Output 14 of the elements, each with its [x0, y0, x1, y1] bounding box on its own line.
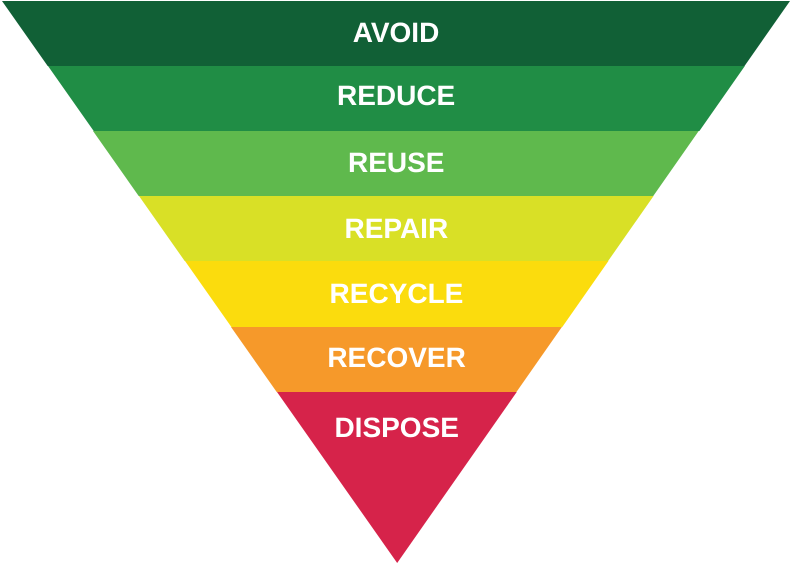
tier-label: REUSE [348, 149, 444, 177]
pyramid-tier [139, 196, 654, 261]
pyramid-tier [48, 66, 745, 131]
tier-label: AVOID [352, 19, 440, 47]
tier-label: REPAIR [344, 215, 448, 243]
pyramid-tier [93, 131, 700, 196]
tier-label: REDUCE [336, 82, 456, 110]
tier-label: RECYCLE [330, 280, 464, 308]
pyramid-tier [231, 327, 562, 392]
tier-label: RECOVER [327, 344, 466, 372]
pyramid-tier [2, 1, 790, 66]
tier-label: DISPOSE [334, 414, 459, 442]
pyramid-tier [276, 392, 517, 563]
pyramid-tier [184, 261, 608, 327]
